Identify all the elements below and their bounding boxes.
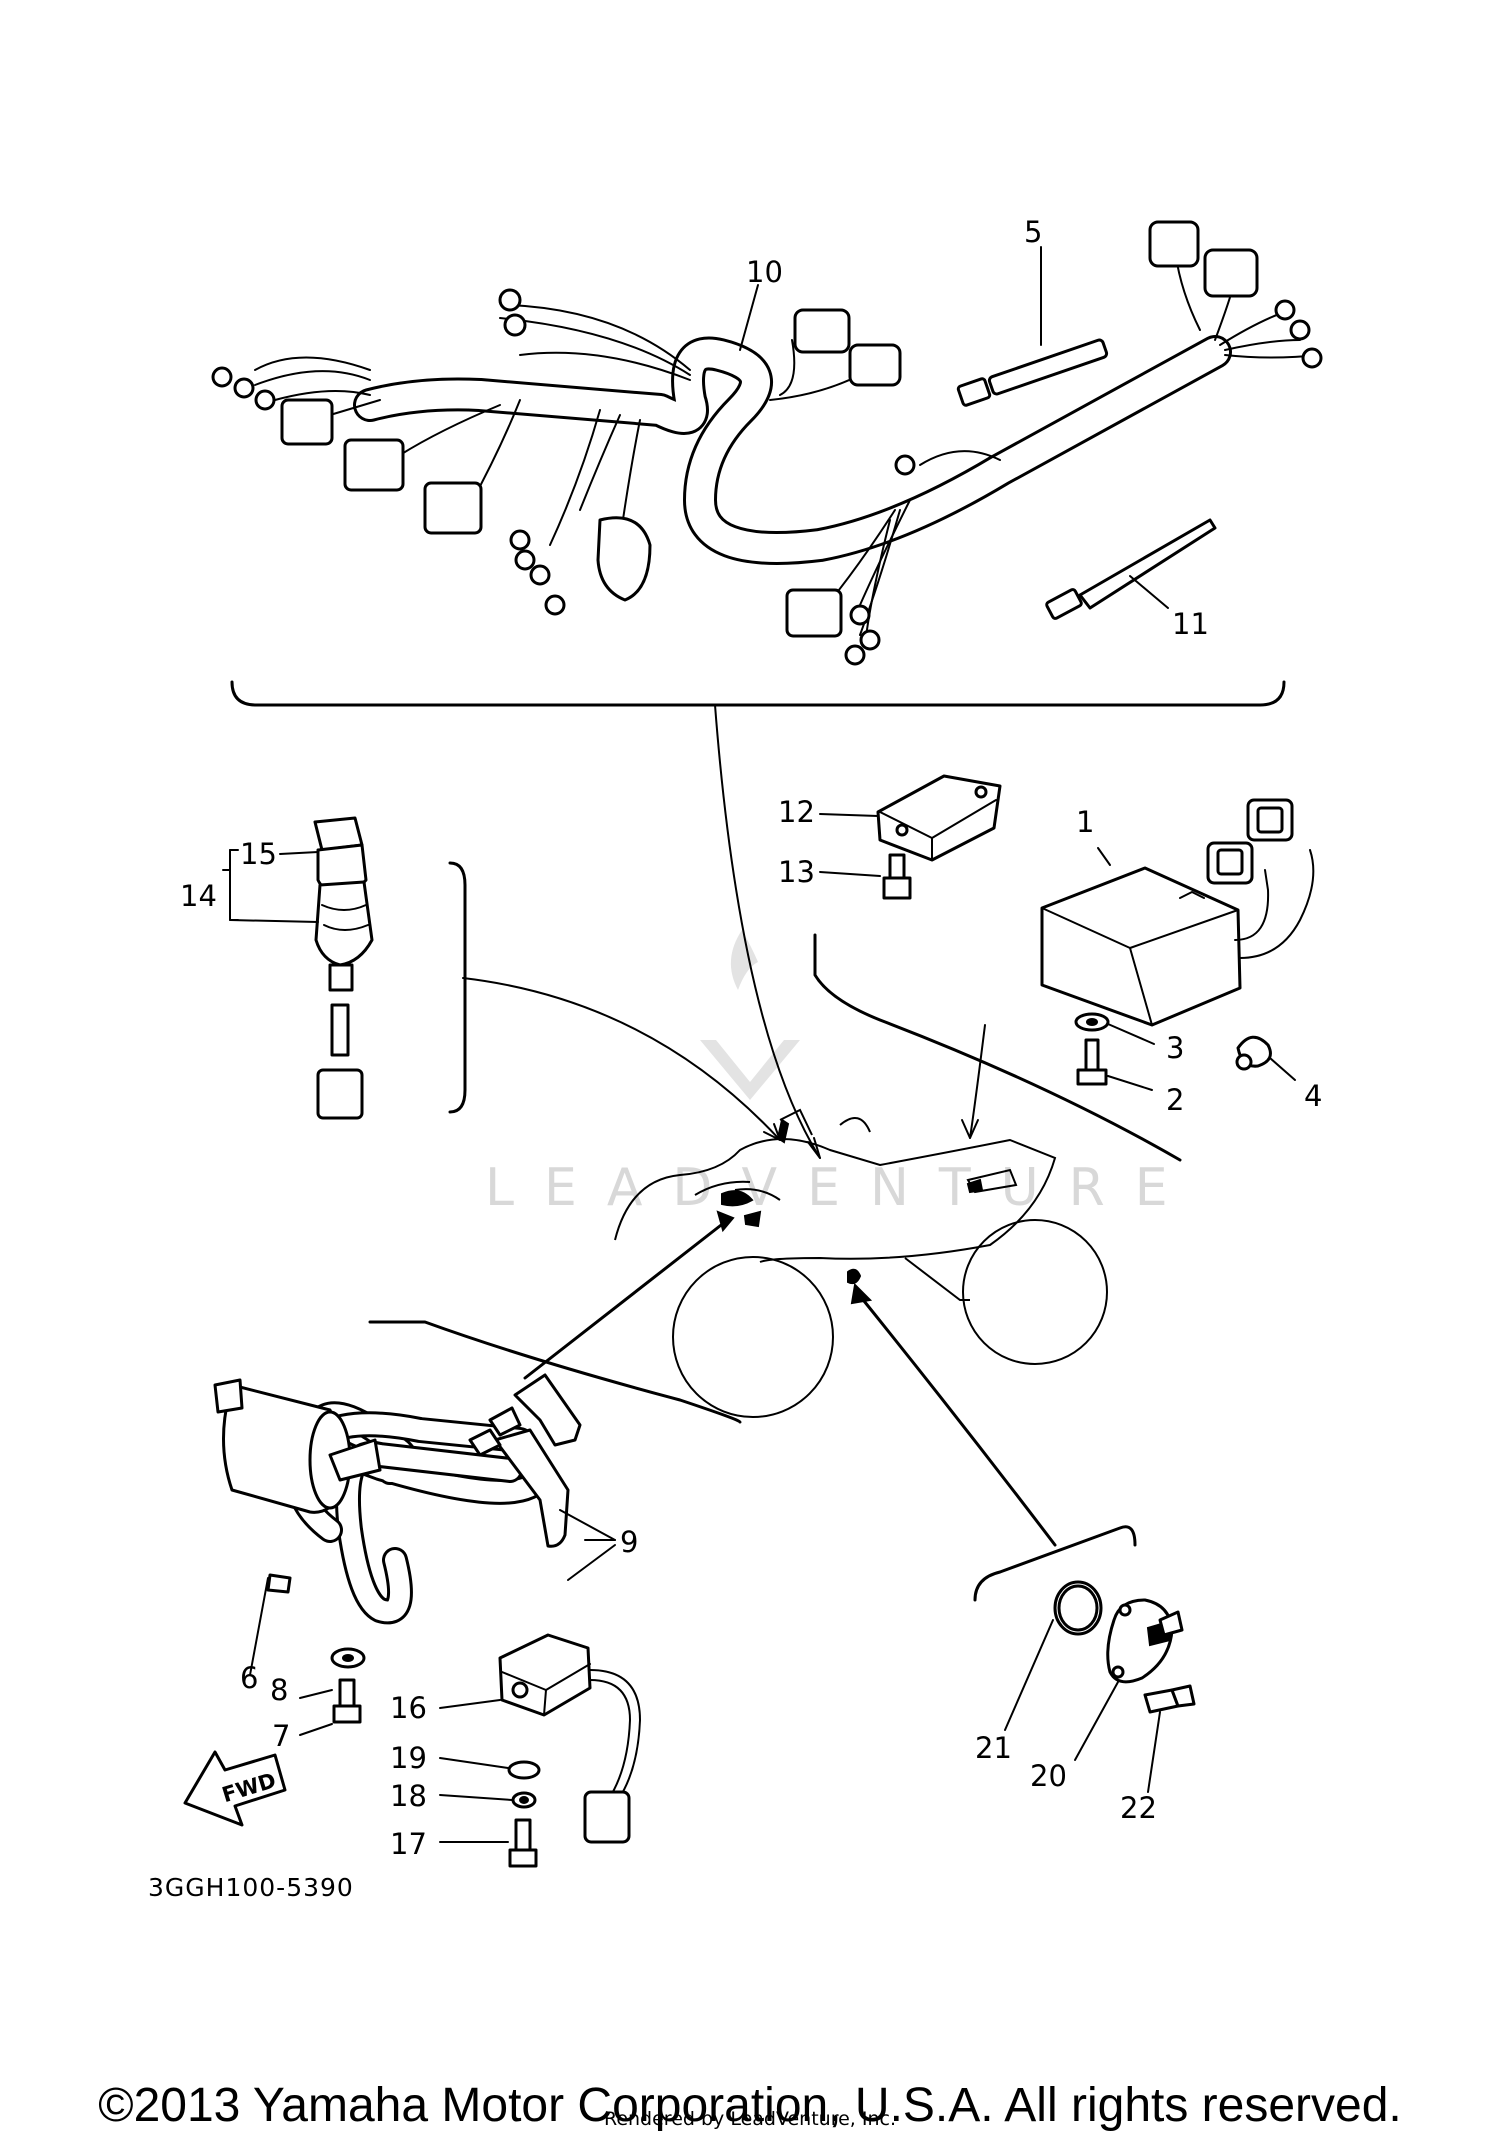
callout-12: 12 <box>778 795 815 829</box>
bolt <box>514 1818 532 1854</box>
callout-15: 15 <box>240 837 277 871</box>
relay-group: 12 13 <box>778 774 1002 900</box>
rectifier-connector <box>583 1790 631 1844</box>
pointer-line <box>523 1220 727 1380</box>
fwd-arrow: FWD <box>183 1750 287 1827</box>
rendered-by-notice: Rendered by LeadVenture, Inc. <box>603 2108 897 2130</box>
callout-8: 8 <box>270 1673 288 1707</box>
callout-20: 20 <box>1030 1759 1067 1793</box>
callout-2: 2 <box>1166 1083 1184 1117</box>
wire-harness <box>356 338 1229 562</box>
callout-11: 11 <box>1172 607 1209 641</box>
cable-band <box>1078 518 1217 610</box>
callout-13: 13 <box>778 855 815 889</box>
wire-harness-group: 10 5 11 <box>211 215 1323 707</box>
spark-plug-cap <box>513 1373 582 1447</box>
pointer-line <box>969 1024 986 1139</box>
rectifier-group: 16 19 18 17 <box>390 1633 641 1868</box>
callout-5: 5 <box>1024 215 1042 249</box>
harness-connector <box>1148 220 1200 268</box>
harness-connector <box>280 398 334 446</box>
group-bracket-coil <box>368 1320 742 1424</box>
callout-22: 22 <box>1120 1791 1157 1825</box>
group-bracket-neutral <box>973 1525 1137 1602</box>
switch-connector <box>316 1068 364 1120</box>
watermark: LEADVENTURE <box>485 930 1198 1218</box>
callout-6: 6 <box>240 1661 258 1695</box>
callout-4: 4 <box>1304 1079 1322 1113</box>
callout-21: 21 <box>975 1731 1012 1765</box>
cdi-unit-group: 1 3 2 4 <box>813 798 1322 1162</box>
callout-14: 14 <box>180 879 217 913</box>
relay-unit <box>876 774 1002 862</box>
group-bracket-cdi <box>813 933 1182 1162</box>
harness-connector <box>793 308 851 354</box>
callout-3: 3 <box>1166 1031 1184 1065</box>
main-switch-group: 15 14 <box>180 816 467 1120</box>
pointer-line <box>714 704 821 1159</box>
harness-rubber-boot <box>596 516 652 602</box>
harness-connector <box>1203 248 1259 298</box>
cdi-unit <box>1040 866 1242 1027</box>
diagram-code: 3GGH100-5390 <box>148 1873 354 1902</box>
watermark-text: LEADVENTURE <box>485 1158 1198 1218</box>
cable-band <box>987 338 1109 396</box>
washer <box>507 1760 541 1780</box>
screw <box>888 853 906 882</box>
ignition-coil-group: 6 8 7 9 <box>213 1320 742 1753</box>
pointer-line <box>858 1294 1057 1547</box>
callout-17: 17 <box>390 1827 427 1861</box>
harness-connector <box>848 343 902 387</box>
callout-18: 18 <box>390 1779 427 1813</box>
callout-1: 1 <box>1076 805 1094 839</box>
harness-connector <box>423 481 483 535</box>
copyright-notice: ©2013 Yamaha Motor Corporation, U.S.A. A… <box>98 2079 1402 2132</box>
group-bracket-switch <box>448 861 467 1114</box>
harness-connector <box>343 438 405 492</box>
bolt <box>1084 1038 1100 1072</box>
neutral-switch-group: 21 20 22 <box>973 1525 1196 1825</box>
callout-10: 10 <box>746 255 783 289</box>
group-bracket-top <box>230 680 1286 707</box>
harness-connector <box>785 588 843 638</box>
callout-7: 7 <box>272 1719 290 1753</box>
callout-19: 19 <box>390 1741 427 1775</box>
callout-16: 16 <box>390 1691 427 1725</box>
neutral-switch <box>1106 1598 1174 1684</box>
callout-9: 9 <box>620 1525 638 1559</box>
atv-outline <box>614 1108 1108 1418</box>
pointer-line <box>462 977 781 1141</box>
